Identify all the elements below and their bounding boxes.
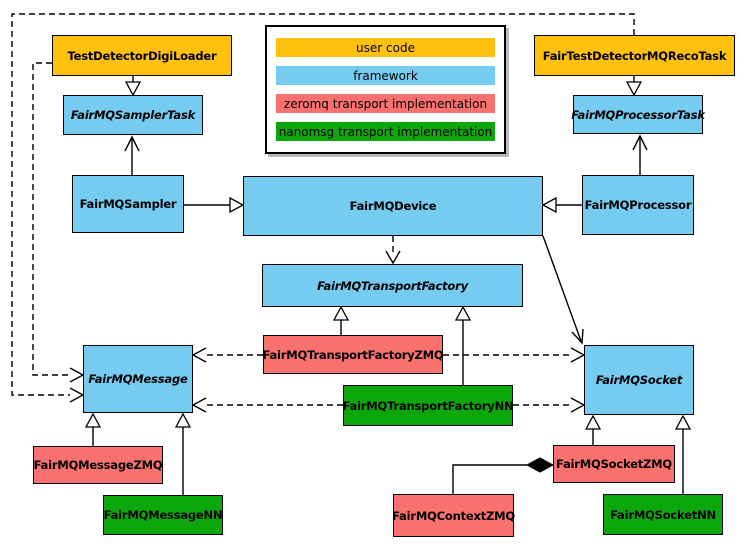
node-fairmqprocessor: FairMQProcessor	[582, 175, 694, 235]
node-label: FairMQProcessorTask	[571, 107, 705, 122]
node-label: TestDetectorDigiLoader	[67, 48, 217, 63]
node-fairmqprocessortask: FairMQProcessorTask	[571, 95, 705, 134]
node-label: FairMQMessageZMQ	[33, 458, 163, 472]
edge-sampler-samplertask	[124, 135, 140, 175]
node-fairmqsamplertask: FairMQSamplerTask	[63, 95, 203, 135]
node-fairmqmessagezmq: FairMQMessageZMQ	[33, 446, 163, 484]
node-label: FairMQSampler	[79, 197, 177, 211]
edge-tfnn-transportfactory	[454, 305, 472, 385]
edge-tfnn-socket	[513, 397, 586, 413]
node-label: FairMQProcessor	[584, 198, 692, 212]
node-fairmqsocket: FairMQSocket	[584, 345, 694, 415]
node-label: FairMQSocket	[595, 373, 683, 387]
node-fairmqtransportfactorynn: FairMQTransportFactoryNN	[342, 385, 514, 426]
node-fairmqmessagenn: FairMQMessageNN	[103, 495, 223, 535]
edge-socketnn-socket	[674, 414, 692, 494]
node-label: FairMQMessage	[88, 372, 188, 386]
node-fairmqcontextzmq: FairMQContextZMQ	[392, 494, 515, 537]
node-testdetectordigiloader: TestDetectorDigiLoader	[52, 35, 232, 76]
node-fairmqdevice: FairMQDevice	[243, 176, 543, 236]
node-label: FairMQTransportFactory	[317, 278, 468, 293]
node-label: FairMQSocketNN	[610, 507, 716, 522]
edge-messagenn-message	[174, 412, 192, 495]
node-fairmqtransportfactoryzmq: FairMQTransportFactoryZMQ	[262, 335, 444, 374]
legend-item-user-code: user code	[276, 38, 495, 57]
edge-sampler-device	[184, 196, 245, 214]
edge-device-socket	[542, 235, 584, 345]
edge-processor-device	[541, 196, 582, 214]
node-fairmqsampler: FairMQSampler	[72, 175, 184, 233]
edge-tfnn-message	[191, 397, 343, 413]
edge-tfzmq-message	[191, 347, 263, 363]
node-fairtestdetectormqrecotask: FairTestDetectorMQRecoTask	[534, 35, 735, 76]
node-label: FairTestDetectorMQRecoTask	[542, 48, 727, 63]
legend-item-zeromq: zeromq transport implementation	[276, 94, 495, 113]
node-fairmqsocketzmq: FairMQSocketZMQ	[553, 445, 675, 483]
edge-digiloader-samplertask	[124, 76, 142, 97]
node-label: FairMQTransportFactoryZMQ	[262, 347, 444, 362]
node-label: FairMQTransportFactoryNN	[342, 398, 514, 413]
legend-item-nanomsg: nanomsg transport implementation	[276, 122, 495, 141]
node-label: FairMQMessageNN	[103, 508, 223, 522]
edge-tfzmq-socket	[443, 347, 586, 363]
node-label: FairMQSamplerTask	[70, 108, 196, 122]
edge-contextzmq-socketzmq	[452, 457, 555, 494]
node-label: FairMQDevice	[349, 199, 437, 213]
node-label: FairMQSocketZMQ	[556, 457, 672, 471]
node-fairmqmessage: FairMQMessage	[83, 345, 193, 413]
node-label: FairMQContextZMQ	[392, 508, 515, 523]
edge-recotask-processortask	[625, 76, 643, 97]
edge-tfzmq-transportfactory	[332, 305, 350, 335]
edge-processor-processortask	[632, 134, 648, 175]
edge-messagezmq-message	[84, 412, 102, 446]
node-fairmqsocketnn: FairMQSocketNN	[603, 494, 723, 535]
legend: user code framework zeromq transport imp…	[265, 25, 506, 154]
node-fairmqtransportfactory: FairMQTransportFactory	[262, 264, 523, 307]
edge-device-transportfactory	[385, 236, 401, 265]
edge-socketzmq-socket	[584, 414, 602, 445]
legend-item-framework: framework	[276, 66, 495, 85]
